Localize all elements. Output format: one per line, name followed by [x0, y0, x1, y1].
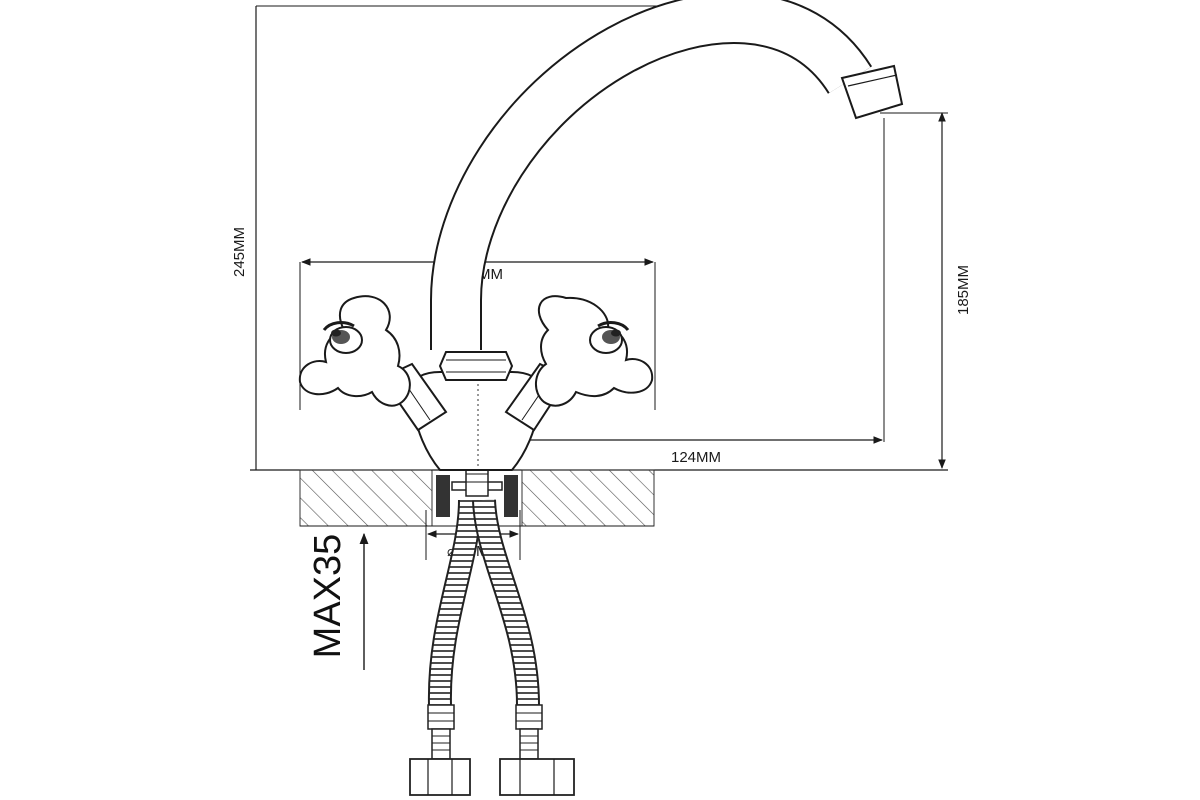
right-cross-handle[interactable] — [535, 295, 654, 407]
faucet-body — [410, 351, 542, 471]
total-height-label: 245MM — [231, 227, 248, 277]
spout-height-dimension: 185MM — [880, 112, 972, 469]
right-handle-cap-icon — [589, 321, 630, 354]
max-thickness-label: MAX35 — [307, 534, 349, 659]
supply-hoses — [409, 499, 575, 796]
left-handle-cap-icon — [322, 321, 363, 354]
swivel-spout — [430, 0, 904, 350]
spout-height-label: 185MM — [955, 265, 972, 315]
spout-reach-dimension: 124MM — [478, 118, 885, 466]
countertop-section — [299, 469, 655, 527]
mounting-hardware — [436, 465, 518, 517]
left-cross-handle[interactable] — [298, 295, 411, 407]
aerator — [840, 64, 904, 120]
max-thickness-indicator: MAX35 — [307, 532, 369, 670]
spout-reach-label: 124MM — [671, 449, 721, 466]
